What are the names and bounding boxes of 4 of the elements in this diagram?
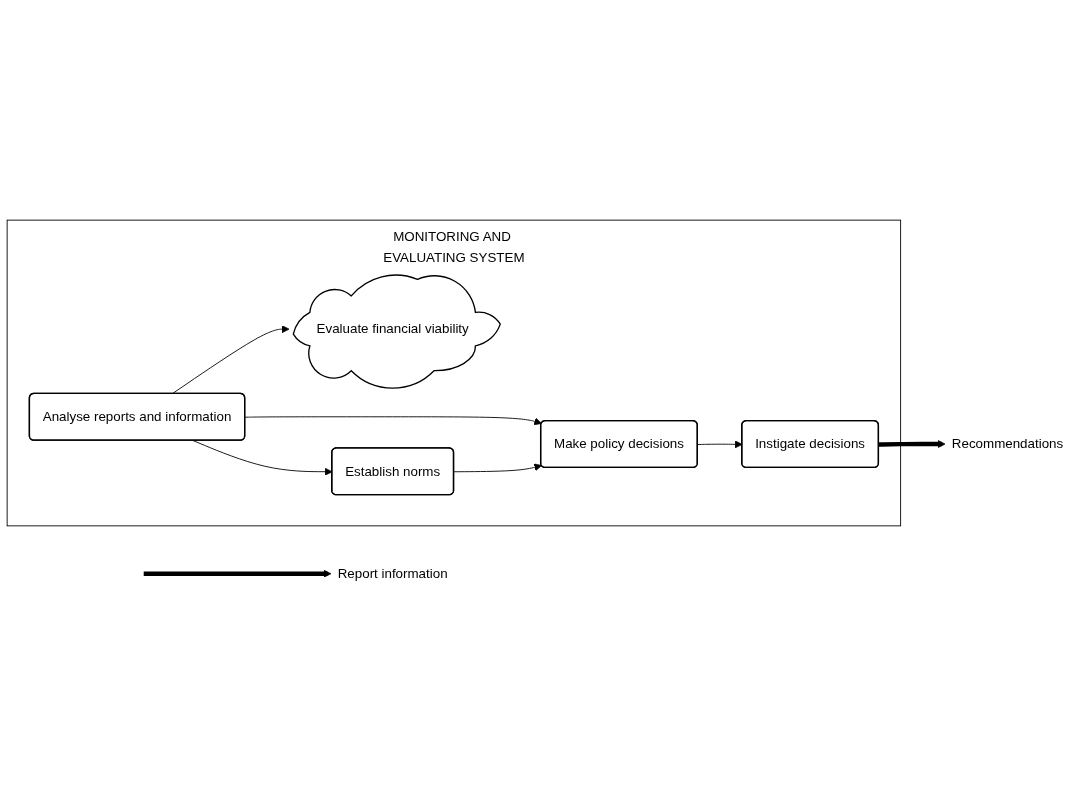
arrow (143, 570, 332, 578)
arrow (878, 440, 946, 449)
node-text: Report information (337, 565, 448, 581)
node-text: Recommendations (951, 436, 1064, 452)
